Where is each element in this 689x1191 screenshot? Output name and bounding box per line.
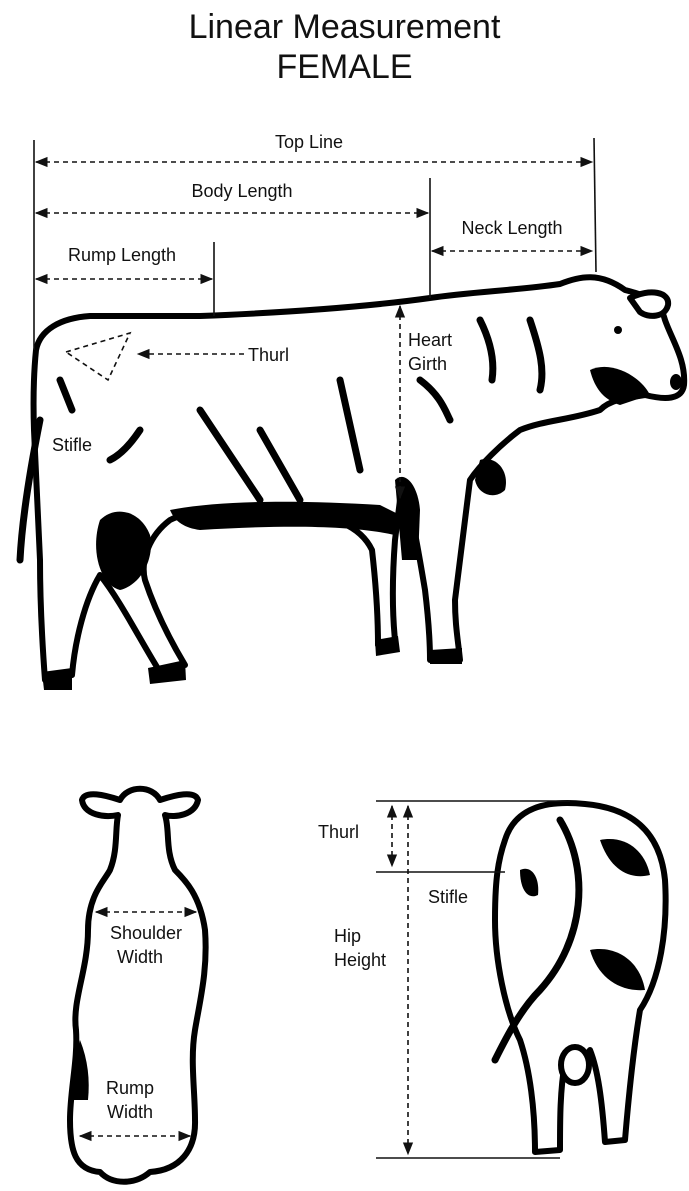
label-rump-length: Rump Length bbox=[68, 245, 176, 265]
label-rear-thurl: Thurl bbox=[318, 822, 359, 842]
cow-nose bbox=[670, 374, 682, 390]
label-body-length: Body Length bbox=[191, 181, 292, 201]
cow-spot-neck bbox=[475, 459, 506, 495]
label-rear-stifle: Stifle bbox=[428, 887, 468, 907]
cow-spot-belly bbox=[170, 502, 400, 535]
head-reference-line bbox=[594, 138, 596, 272]
cow-body-outline bbox=[34, 277, 685, 680]
side-view-cow bbox=[20, 277, 684, 690]
label-hip-height-line2: Height bbox=[334, 950, 386, 970]
label-heart-girth-line2: Girth bbox=[408, 354, 447, 374]
label-rump-width-line2: Width bbox=[107, 1102, 153, 1122]
label-rump-width-line1: Rump bbox=[106, 1078, 154, 1098]
rear-view-cow bbox=[495, 803, 666, 1152]
cow-eye bbox=[614, 326, 622, 334]
label-heart-girth-line1: Heart bbox=[408, 330, 452, 350]
label-shoulder-width-line1: Shoulder bbox=[110, 923, 182, 943]
cow-hoof-4 bbox=[430, 648, 462, 664]
rear-view-udder bbox=[561, 1047, 589, 1083]
label-top-line: Top Line bbox=[275, 132, 343, 152]
top-view-cow bbox=[70, 789, 206, 1182]
label-neck-length: Neck Length bbox=[461, 218, 562, 238]
top-view-body-outline bbox=[70, 789, 206, 1182]
label-hip-height-line1: Hip bbox=[334, 926, 361, 946]
label-thurl: Thurl bbox=[248, 345, 289, 365]
label-stifle: Stifle bbox=[52, 435, 92, 455]
label-shoulder-width-line2: Width bbox=[117, 947, 163, 967]
